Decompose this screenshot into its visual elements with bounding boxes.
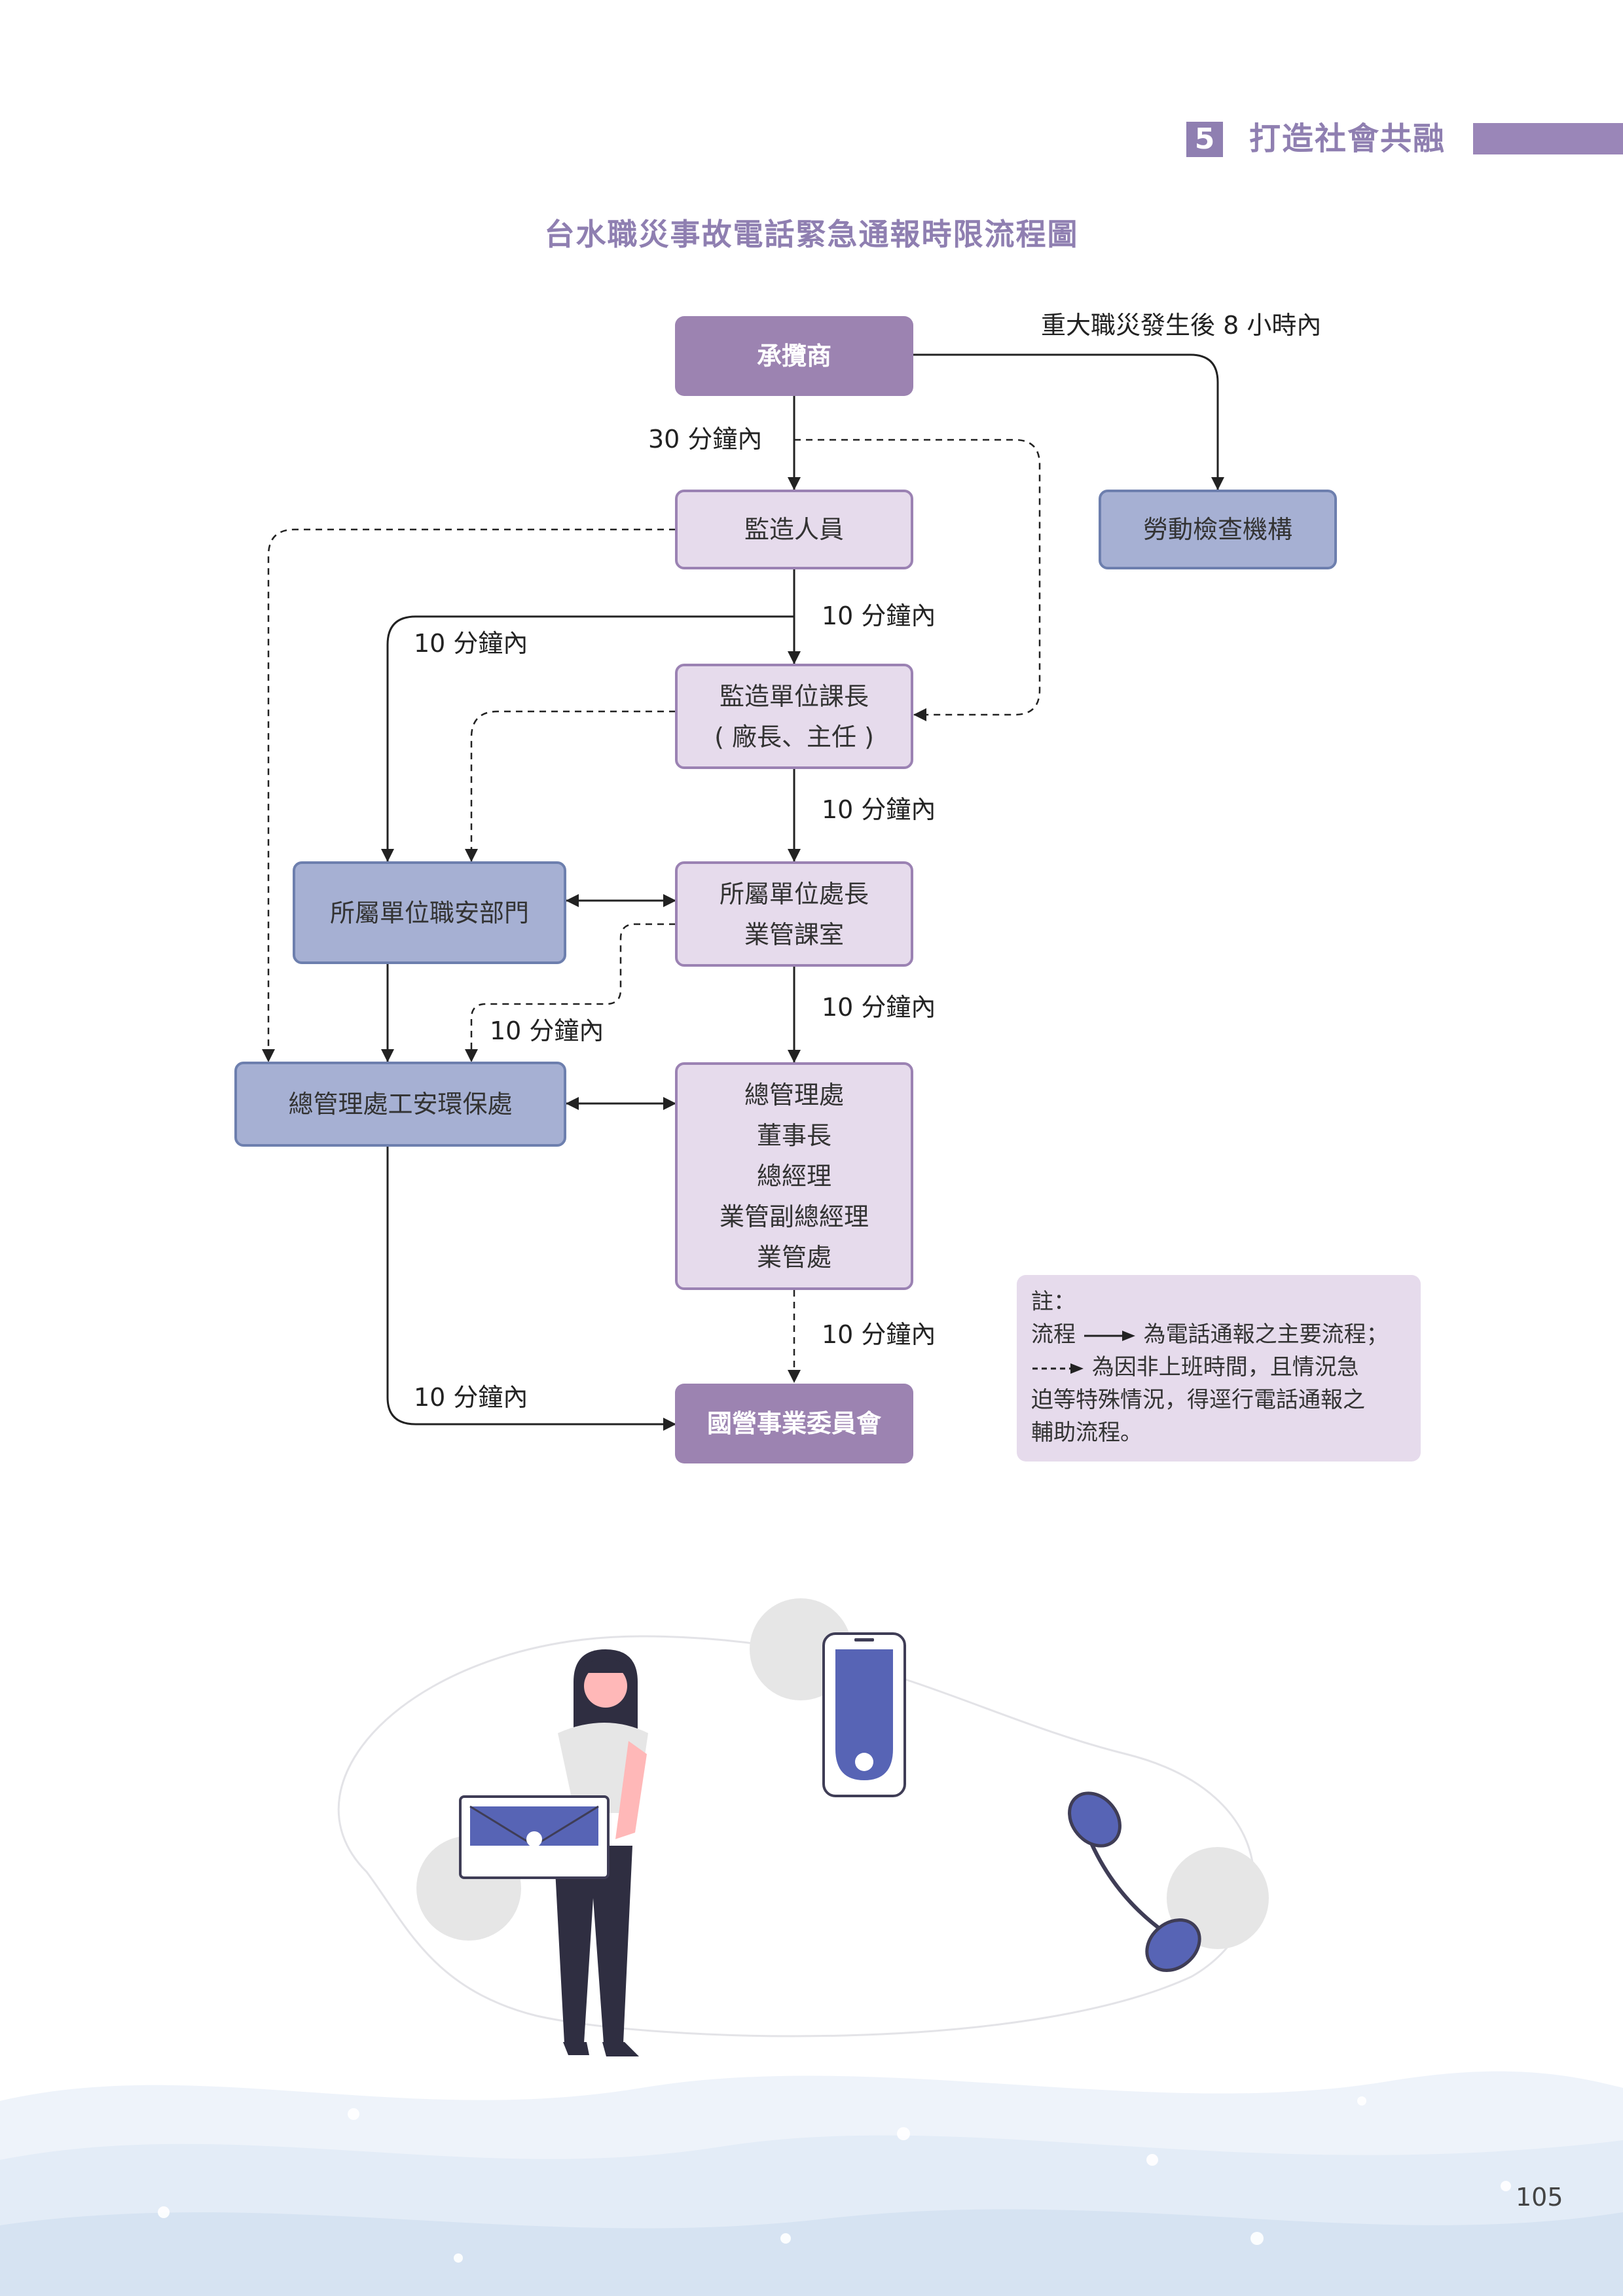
- chapter-bar: [1473, 123, 1623, 154]
- node-supervisor: 監造人員: [675, 490, 913, 569]
- node-hq-management-line: 業管副總經理: [719, 1202, 869, 1231]
- node-supervisor-line: 監造人員: [744, 515, 844, 544]
- bottom-wave-decoration: [0, 2064, 1623, 2296]
- node-hq-management-line: 總經理: [756, 1162, 831, 1191]
- node-section-chief: 監造單位課長 ( 廠長、主任 ): [675, 664, 913, 769]
- dashed-arrow-icon: [1032, 1363, 1084, 1374]
- label-bottom-10min: 10 分鐘內: [414, 1383, 528, 1412]
- label-hq-10min: 10 分鐘內: [822, 1320, 936, 1349]
- edge-director-hq-safety-dashed: [465, 923, 676, 1062]
- label-major-8h: 重大職災發生後 8 小時內: [1041, 311, 1322, 340]
- node-safety-dept-line: 所屬單位職安部門: [329, 898, 529, 927]
- edge-supervisor-safety: [381, 615, 794, 862]
- edge-supervisor-hq-safety-dashed: [262, 528, 676, 1062]
- label-chief-10min: 10 分鐘內: [822, 795, 936, 824]
- legend-solid-text: 為電話通報之主要流程；: [1143, 1321, 1389, 1348]
- node-hq-management: 總管理處 董事長 總經理 業管副總經理 業管處: [675, 1062, 913, 1290]
- node-labor-inspection-line: 勞動檢查機構: [1142, 515, 1292, 544]
- phone-call-illustration: [337, 1598, 1269, 2056]
- node-section-chief-line: 監造單位課長: [719, 681, 869, 711]
- node-contractor: 承攬商: [675, 316, 913, 396]
- label-supervisor-10min: 10 分鐘內: [822, 601, 936, 630]
- node-unit-director-line: 所屬單位處長: [719, 879, 869, 908]
- node-unit-director-line: 業管課室: [744, 920, 844, 949]
- node-hq-management-line: 總管理處: [744, 1081, 844, 1109]
- legend-note: 註： 流程 為電話通報之主要流程； 為因非上班時間，且情況急 迫等特殊情況，得逕…: [1017, 1275, 1421, 1462]
- node-state-commission-line: 國營事業委員會: [706, 1409, 881, 1438]
- node-hq-safety-line: 總管理處工安環保處: [288, 1090, 513, 1119]
- node-unit-director: 所屬單位處長 業管課室: [675, 861, 913, 967]
- node-labor-inspection: 勞動檢查機構: [1099, 490, 1337, 569]
- diagram-title: 台水職災事故電話緊急通報時限流程圖: [544, 217, 1079, 252]
- legend-solid-prefix: 流程: [1031, 1321, 1076, 1348]
- legend-dashed-text: 為因非上班時間，且情況急: [1091, 1354, 1359, 1380]
- node-hq-management-line: 業管處: [756, 1243, 831, 1272]
- legend-line4: 輔助流程。: [1031, 1420, 1142, 1446]
- page-number: 105: [1516, 2183, 1563, 2212]
- chapter-number: 5: [1186, 122, 1223, 157]
- node-hq-safety: 總管理處工安環保處: [234, 1062, 566, 1147]
- node-hq-management-line: 董事長: [756, 1121, 831, 1150]
- legend-heading: 註：: [1031, 1289, 1076, 1315]
- label-dashed-10min: 10 分鐘內: [490, 1016, 604, 1045]
- edge-hq-safety-commission: [386, 1147, 676, 1431]
- flow-connectors: [262, 353, 1224, 1431]
- legend-line3: 迫等特殊情況，得逕行電話通報之: [1031, 1387, 1365, 1413]
- node-safety-dept: 所屬單位職安部門: [293, 861, 566, 964]
- label-director-10min: 10 分鐘內: [822, 993, 936, 1022]
- chapter-title: 打造社會共融: [1249, 120, 1446, 157]
- edge-contractor-labor: [913, 353, 1224, 490]
- node-contractor-line: 承攬商: [756, 342, 831, 370]
- label-left-10min: 10 分鐘內: [414, 629, 528, 658]
- node-section-chief-line: ( 廠長、主任 ): [714, 722, 874, 751]
- solid-arrow-icon: [1084, 1330, 1135, 1341]
- node-state-commission: 國營事業委員會: [675, 1384, 913, 1463]
- label-contractor-30min: 30 分鐘內: [648, 425, 763, 454]
- edge-chief-safety-dashed: [465, 710, 676, 862]
